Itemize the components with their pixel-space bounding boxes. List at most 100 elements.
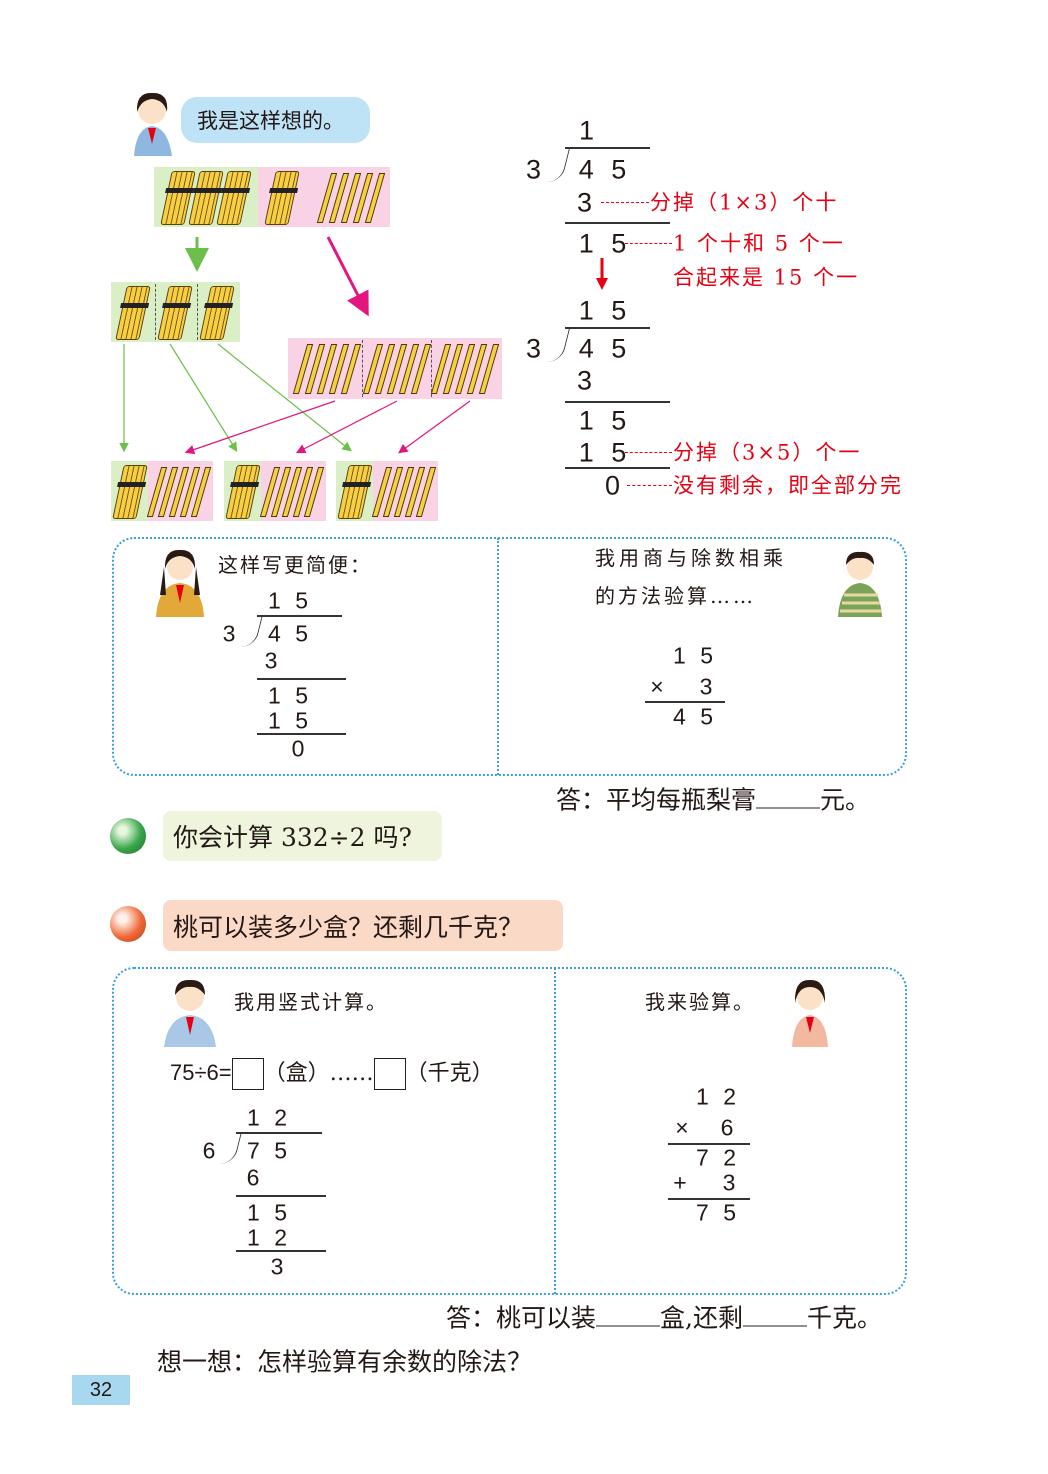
- math-text: 桃可以装多少盒？还剩几千克？: [173, 912, 524, 942]
- dashed-separator: [197, 284, 198, 340]
- caption: 这样写更简便：: [218, 553, 372, 577]
- dashed-separator: [155, 284, 156, 340]
- dashed-separator: [362, 340, 363, 397]
- answer-blank-boxes[interactable]: [596, 1306, 661, 1327]
- division-bracket: [546, 147, 571, 182]
- subtrahend: 1 5: [578, 437, 632, 468]
- division-line: [236, 1250, 326, 1252]
- math-text: 3: [222, 620, 240, 647]
- annotation: 分掉（1×3）个十: [650, 190, 839, 215]
- division-line: [565, 401, 670, 403]
- math-text: 1 2: [696, 1083, 740, 1110]
- math-text: 4 5: [673, 703, 717, 730]
- annotation: 合起来是 15 个一: [673, 265, 860, 290]
- equation-line: 75÷6= （盒）…… （千克）: [170, 1058, 494, 1090]
- math-text: ×: [675, 1114, 693, 1141]
- division-line: [236, 1195, 326, 1197]
- panel-divider: [497, 538, 499, 775]
- speech-text: 我是这样想的。: [197, 109, 344, 133]
- math-text: 1 5: [268, 682, 312, 709]
- answer-sentence-1: 答：平均每瓶梨膏 元。: [556, 788, 870, 813]
- green-ball-icon: [110, 818, 146, 854]
- math-text: 1 5: [268, 587, 312, 614]
- dashed-leader-line: [627, 485, 672, 486]
- split-tens-group: [111, 282, 240, 342]
- division-line: [236, 1132, 322, 1134]
- annotation: 没有剩余，即全部分完: [673, 473, 903, 498]
- dashed-separator: [431, 340, 432, 397]
- quotient: 1: [578, 115, 600, 146]
- girl-illustration: [134, 92, 172, 156]
- ones-box: [371, 461, 438, 521]
- dashed-leader-line: [625, 452, 672, 453]
- math-text: 3: [722, 1169, 740, 1196]
- fifteen-ones-group: [288, 338, 502, 399]
- math-text: 答：平均每瓶梨膏: [556, 785, 757, 815]
- remainder-input-box[interactable]: [373, 1058, 406, 1090]
- math-text: （盒）……: [263, 1061, 374, 1086]
- remainder: 1 5: [578, 228, 632, 259]
- answer-blank-kg[interactable]: [742, 1306, 807, 1327]
- partial-dividend: 1 5: [578, 405, 632, 436]
- annotation: 1 个十和 5 个一: [673, 231, 845, 256]
- division-line: [565, 147, 650, 149]
- dashed-leader-line: [601, 202, 649, 203]
- math-text: 3: [270, 1253, 288, 1280]
- caption: 我来验算。: [645, 990, 755, 1014]
- math-text: 7 5: [247, 1137, 291, 1164]
- math-text: 32: [89, 1378, 113, 1401]
- math-text: （千克）: [405, 1061, 494, 1086]
- math-text: 0: [291, 735, 309, 762]
- ones-box: [259, 461, 326, 521]
- divisor: 3: [525, 333, 547, 364]
- math-text: 1 5: [247, 1199, 291, 1226]
- dividend: 4 5: [578, 154, 632, 185]
- math-text: 75÷6=: [170, 1060, 232, 1085]
- math-text: ×: [650, 673, 668, 700]
- tens-box: [111, 461, 148, 521]
- dashed-leader-line: [625, 243, 672, 244]
- math-text: 答：桃可以装: [446, 1303, 597, 1333]
- math-text: 6: [720, 1114, 738, 1141]
- remainder: 0: [604, 470, 626, 501]
- math-text: 6: [202, 1137, 220, 1164]
- tens-box: [224, 461, 261, 521]
- division-line: [257, 733, 346, 735]
- question-box: 你会计算 332÷2 吗?: [163, 811, 442, 861]
- subtrahend: 3: [576, 365, 598, 396]
- caption: 的方法验算……: [595, 584, 756, 608]
- math-text: 3: [264, 647, 282, 674]
- boy-illustration: [164, 979, 216, 1047]
- math-text: +: [673, 1169, 691, 1196]
- answer-sentence-2: 答：桃可以装盒,还剩千克。: [446, 1306, 882, 1331]
- girl-illustration: [792, 979, 828, 1047]
- quotient: 1 5: [578, 295, 632, 326]
- division-line: [668, 1143, 750, 1145]
- answer-blank[interactable]: [756, 788, 821, 809]
- panel-divider: [554, 968, 556, 1294]
- caption: 我用竖式计算。: [234, 990, 388, 1014]
- method-panel: [112, 537, 907, 776]
- math-text: 4 5: [268, 620, 312, 647]
- boy-illustration: [838, 551, 882, 617]
- think-prompt: 想一想：怎样验算有余数的除法？: [157, 1347, 533, 1377]
- tens-bundles-group: [154, 167, 258, 227]
- orange-ball-icon: [110, 906, 146, 942]
- tens-box: [336, 461, 373, 521]
- math-text: 3: [699, 673, 717, 700]
- question-box: 桃可以装多少盒？还剩几千克？: [163, 900, 563, 951]
- division-line: [565, 327, 650, 329]
- math-text: 1 5: [673, 642, 717, 669]
- dividend: 4 5: [578, 333, 632, 364]
- ones-box: [146, 461, 213, 521]
- down-arrow-icon: [596, 258, 608, 290]
- caption: 我用商与除数相乘: [595, 546, 787, 570]
- annotation: 分掉（3×5）个一: [673, 440, 862, 465]
- division-line: [257, 615, 342, 617]
- math-text: 元。: [820, 785, 871, 815]
- peach-panel: [112, 967, 907, 1295]
- math-text: 7 2: [696, 1144, 740, 1171]
- quotient-input-box[interactable]: [231, 1058, 264, 1090]
- math-text: 1 2: [247, 1104, 291, 1131]
